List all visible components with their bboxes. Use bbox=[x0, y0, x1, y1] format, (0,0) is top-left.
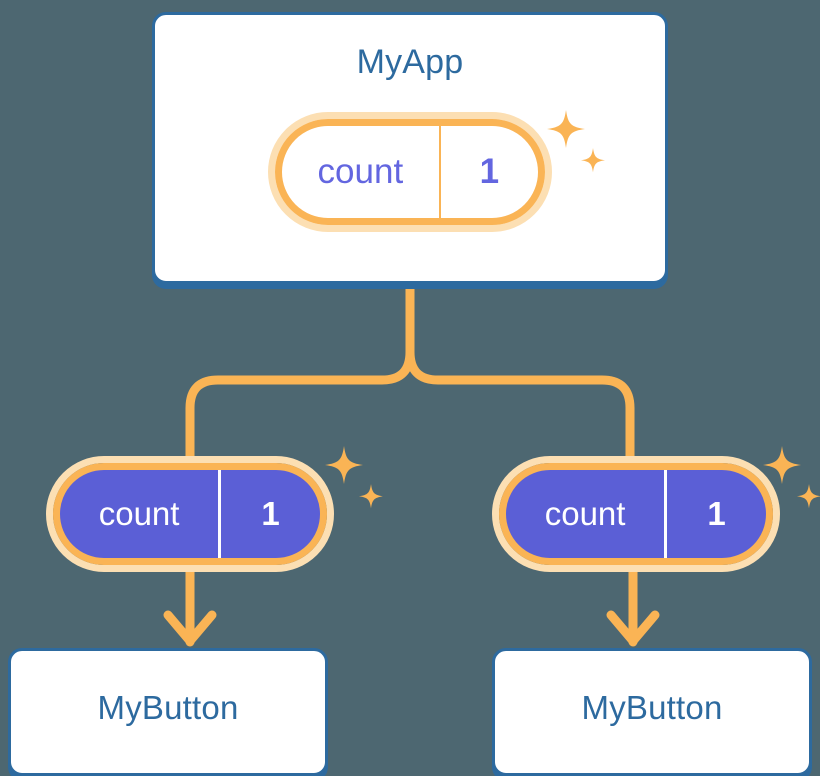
state-value-label: 1 bbox=[707, 495, 726, 532]
component-card-button-left[interactable]: MyButton bbox=[8, 648, 328, 776]
sparkle-small-star-icon bbox=[797, 484, 820, 509]
state-pill-inner: count 1 bbox=[499, 463, 773, 565]
sparkle-small-star-icon bbox=[359, 484, 383, 509]
connector-right-arrow-head bbox=[606, 610, 660, 646]
connector-branch-left bbox=[185, 347, 415, 461]
state-pill-myapp[interactable]: count 1 bbox=[268, 112, 552, 232]
component-card-button-right[interactable]: MyButton bbox=[492, 648, 812, 776]
state-key-label: count bbox=[282, 126, 441, 218]
state-pill-button-right[interactable]: count 1 bbox=[492, 456, 780, 572]
sparkle-large-star-icon bbox=[763, 446, 801, 484]
state-pill-button-left[interactable]: count 1 bbox=[46, 456, 334, 572]
state-pill-inner: count 1 bbox=[53, 463, 327, 565]
component-title-myapp: MyApp bbox=[356, 43, 464, 81]
state-key-label: count bbox=[60, 470, 222, 558]
sparkle-large-star-icon bbox=[325, 446, 363, 484]
state-value-label: 1 bbox=[479, 152, 500, 191]
state-key-label: count bbox=[506, 470, 668, 558]
connector-branch-right bbox=[405, 347, 635, 461]
state-pill-inner: count 1 bbox=[275, 119, 545, 225]
connector-left-arrow-head bbox=[163, 610, 217, 646]
state-value-label: 1 bbox=[261, 495, 280, 532]
component-title-button-right: MyButton bbox=[581, 689, 723, 726]
component-title-button-left: MyButton bbox=[97, 689, 239, 726]
